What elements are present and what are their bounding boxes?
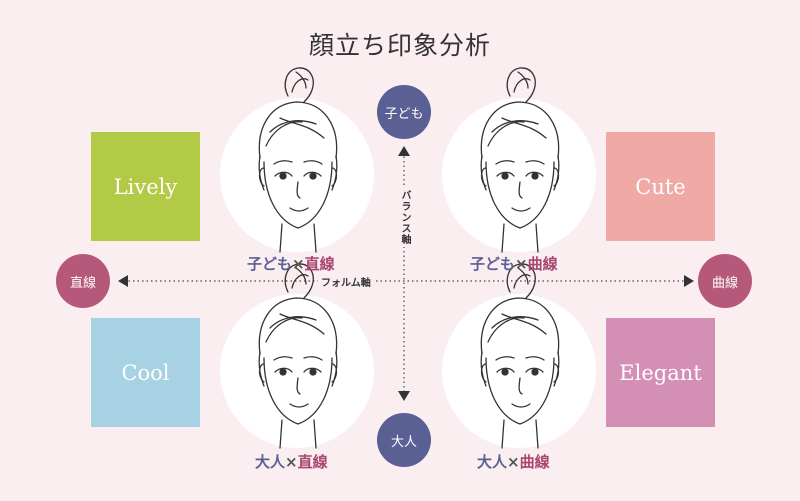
face-top-left <box>220 67 374 253</box>
quadrant-suffix: 曲線 <box>527 255 558 273</box>
tile-cute: Cute <box>606 132 715 241</box>
face-top-right <box>442 67 596 253</box>
node-straight: 直線 <box>56 254 110 308</box>
arrow-up-icon <box>398 146 410 156</box>
quadrant-suffix: 曲線 <box>519 453 550 471</box>
face-bottom-right <box>442 263 596 449</box>
times-sign: × <box>292 255 305 273</box>
quadrant-label-top-left: 子ども×直線 <box>247 253 335 274</box>
tile-cool: Cool <box>91 318 200 427</box>
quadrant-prefix: 大人 <box>255 453 286 471</box>
node-adult: 大人 <box>377 413 431 467</box>
woman-face-icon <box>258 67 338 253</box>
woman-face-icon <box>480 67 560 253</box>
quadrant-label-bottom-left: 大人×直線 <box>255 451 328 472</box>
page-title: 顔立ち印象分析 <box>308 31 491 60</box>
tile-elegant: Elegant <box>606 318 715 427</box>
quadrant-prefix: 大人 <box>477 453 508 471</box>
node-curve: 曲線 <box>698 254 752 308</box>
times-sign: × <box>507 453 520 471</box>
quadrant-prefix: 子ども <box>470 255 516 273</box>
quadrant-suffix: 直線 <box>304 255 335 273</box>
arrow-left-icon <box>118 275 128 287</box>
times-sign: × <box>285 453 298 471</box>
times-sign: × <box>515 255 528 273</box>
quadrant-suffix: 直線 <box>297 453 328 471</box>
quadrant-label-bottom-right: 大人×曲線 <box>477 451 550 472</box>
tile-lively: Lively <box>91 132 200 241</box>
arrow-down-icon <box>398 391 410 401</box>
woman-face-icon <box>480 263 560 449</box>
face-bottom-left <box>220 263 374 449</box>
quadrant-prefix: 子ども <box>247 255 293 273</box>
axis-label-balance: バランス軸 <box>397 188 412 247</box>
node-child: 子ども <box>377 85 431 139</box>
axis-label-form: フォルム軸 <box>318 274 374 289</box>
arrow-right-icon <box>684 275 694 287</box>
quadrant-label-top-right: 子ども×曲線 <box>470 253 558 274</box>
